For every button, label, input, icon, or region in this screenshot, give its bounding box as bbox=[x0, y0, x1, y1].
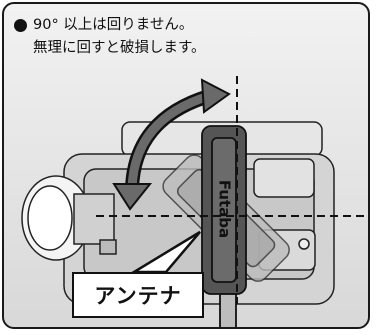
left-dial bbox=[21, 175, 117, 261]
transmitter-illustration: Futaba bbox=[21, 76, 364, 327]
warning-note: 90° 以上は回りません。 無理に回すと破損します。 bbox=[14, 14, 364, 60]
brand-text: Futaba bbox=[216, 180, 234, 238]
bullet-icon bbox=[14, 19, 27, 32]
illustration-frame: 90° 以上は回りません。 無理に回すと破損します。 bbox=[2, 2, 370, 329]
note-text-1: 90° 以上は回りません。 bbox=[33, 17, 194, 33]
note-line-1: 90° 以上は回りません。 bbox=[14, 14, 364, 37]
antenna-callout-label: アンテナ bbox=[72, 272, 204, 318]
rotation-arrow-icon bbox=[112, 78, 231, 211]
antenna: Futaba bbox=[201, 125, 247, 327]
note-text-2: 無理に回すと破損します。 bbox=[33, 40, 206, 56]
